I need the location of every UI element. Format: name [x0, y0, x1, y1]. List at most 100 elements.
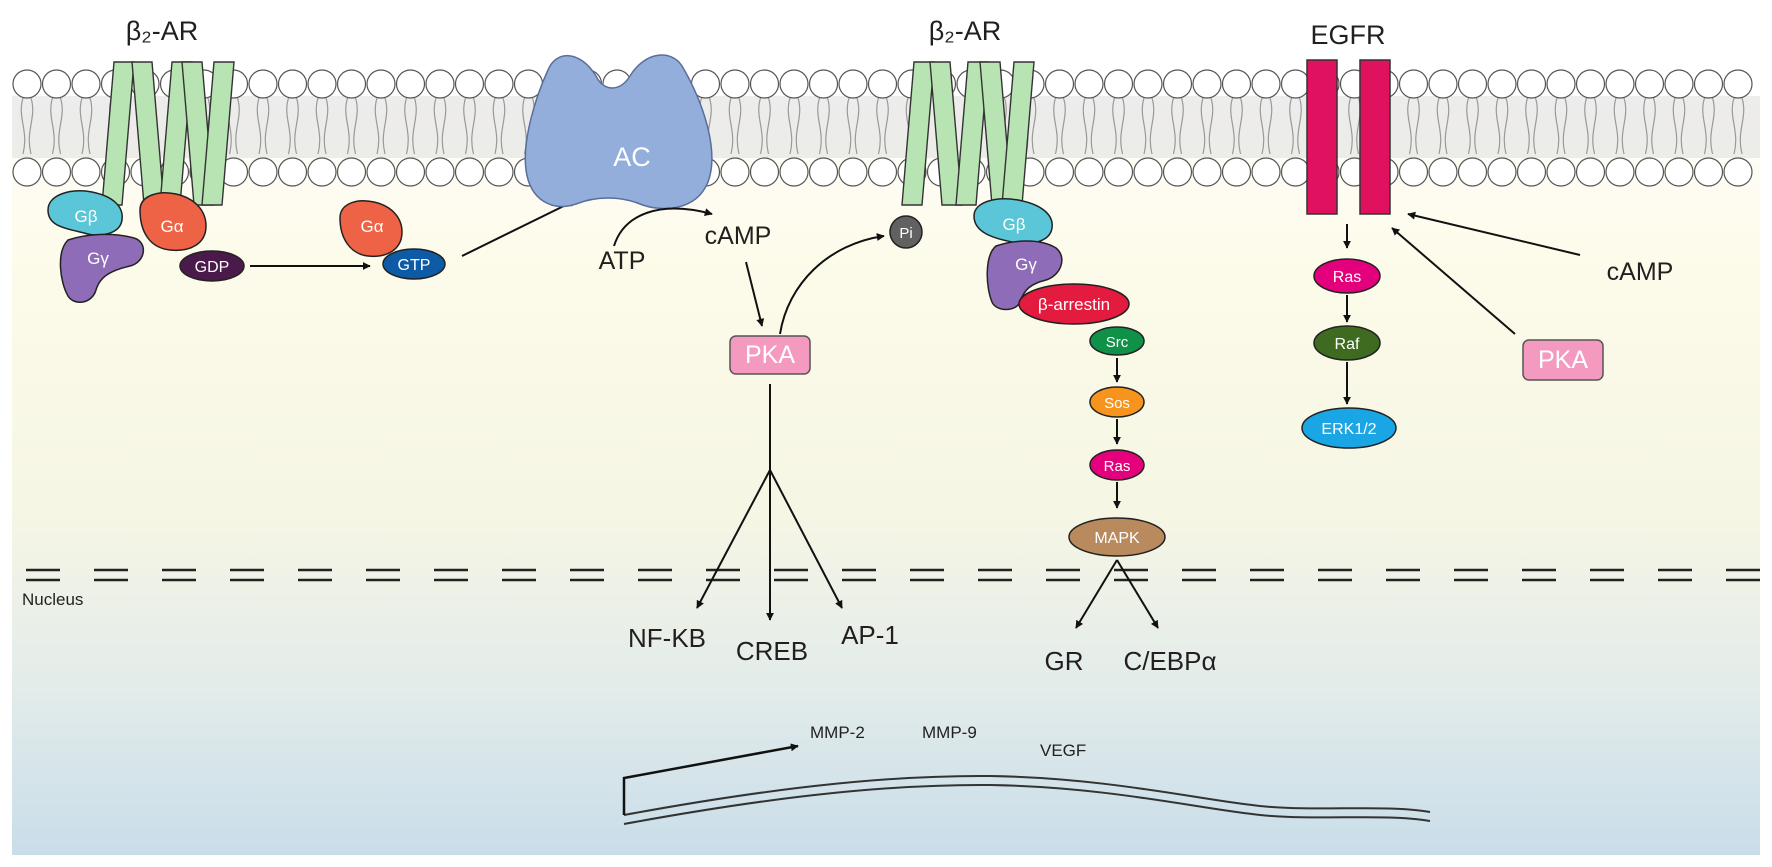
- ras-arrestin-pathway: [1089, 449, 1145, 481]
- lipid-head-outer: [248, 69, 278, 99]
- lipid-head-inner: [749, 157, 780, 187]
- g-gamma-label: Gγ: [87, 249, 109, 268]
- lipid-tail: [1466, 97, 1471, 155]
- camp-label: cAMP: [705, 222, 772, 250]
- gene-mmp9-label: MMP-9: [922, 723, 977, 742]
- lipid-tail: [1592, 97, 1597, 155]
- lipid-tail: [412, 97, 417, 155]
- lipid-head-outer: [425, 69, 455, 99]
- lipid-head-outer: [1457, 69, 1488, 99]
- lipid-head-inner: [1457, 157, 1488, 187]
- lipid-tail: [817, 97, 822, 155]
- nuclear-envelope: [26, 568, 1760, 582]
- lipid-head-outer: [867, 69, 898, 99]
- lipid-tail: [1495, 97, 1501, 155]
- lipid-head-inner: [1546, 157, 1576, 187]
- adenylyl-cyclase: [524, 54, 713, 210]
- phosphate-pi: [889, 215, 923, 249]
- lipid-head-outer: [395, 69, 426, 99]
- arrow-pka-to-egfr: [1391, 227, 1516, 335]
- lipid-tail: [787, 97, 793, 155]
- lipid-tail: [1120, 97, 1125, 155]
- lipid-head-outer: [1605, 69, 1635, 99]
- lipid-head-outer: [1428, 69, 1458, 99]
- lipid-head-inner: [307, 157, 337, 187]
- lipid-head-inner: [1723, 157, 1753, 187]
- lipid-tail: [353, 97, 358, 155]
- beta-arrestin: [1018, 283, 1130, 325]
- lipid-tail: [1584, 97, 1589, 155]
- lipid-tail: [1525, 97, 1530, 155]
- lipid-tail: [1554, 97, 1560, 155]
- beta-arrestin-label: β-arrestin: [1038, 295, 1110, 314]
- lipid-head-outer: [71, 69, 101, 99]
- mapk-label: MAPK: [1094, 530, 1140, 547]
- sos-protein: [1089, 386, 1145, 418]
- plasma-membrane: [12, 69, 1760, 187]
- pi-label: Pi: [899, 225, 912, 242]
- lipid-head-outer: [484, 69, 514, 99]
- lipid-head-inner: [1398, 157, 1429, 187]
- lipid-tail: [79, 97, 85, 155]
- pka-right: [1522, 339, 1604, 381]
- lipid-head-inner: [366, 157, 396, 187]
- lipid-tail: [315, 97, 321, 155]
- lipid-head-outer: [808, 69, 839, 99]
- g-alpha-label: Gα: [160, 217, 183, 236]
- arrow-mapk-to-cebpa: [1116, 559, 1159, 629]
- lipid-head-outer: [1487, 69, 1517, 99]
- lipid-tail: [1680, 97, 1686, 155]
- arrow-ga-to-ac: [461, 199, 577, 257]
- tf-cebpa-label: C/EBPα: [1123, 646, 1216, 676]
- lipid-tail: [1672, 97, 1678, 155]
- lipid-head-outer: [12, 69, 42, 99]
- lipid-head-outer: [1221, 69, 1252, 99]
- lipid-head-outer: [1074, 69, 1104, 99]
- transcription-start-arrow: [622, 743, 799, 815]
- g-beta-subunit: [47, 190, 123, 236]
- arrow-atp-to-camp: [613, 207, 713, 247]
- lipid-tail: [471, 97, 476, 155]
- dna-strand-lower: [623, 783, 1431, 825]
- lipid-head-outer: [1516, 69, 1547, 99]
- lipid-head-outer: [749, 69, 780, 99]
- lipid-head-outer: [1664, 69, 1694, 99]
- g-gamma-subunit: [59, 233, 144, 303]
- cytoplasm-background: [12, 85, 1760, 855]
- b2ar-mid-label: β₂-AR: [929, 16, 1002, 46]
- b2ar-left-label: β₂-AR: [126, 16, 199, 46]
- lipid-tail: [1171, 97, 1176, 155]
- lipid-tail: [1444, 97, 1450, 155]
- lipid-head-inner: [1133, 157, 1163, 187]
- lipid-head-outer: [454, 69, 485, 99]
- lipid-head-inner: [1428, 157, 1458, 187]
- b2ar-left-receptor: [101, 61, 235, 206]
- lipid-tail: [1230, 97, 1235, 155]
- lipid-tail: [28, 97, 34, 155]
- lipid-tail: [1621, 97, 1627, 155]
- lipid-head-inner: [336, 157, 367, 187]
- lipid-head-inner: [395, 157, 426, 187]
- lipid-head-outer: [1546, 69, 1576, 99]
- erk12-label: ERK1/2: [1321, 421, 1376, 438]
- g-beta-subunit-mid: [973, 198, 1053, 245]
- receptor-helices: [901, 61, 1035, 206]
- egfr-monomer-left: [1306, 59, 1338, 215]
- lipid-head-inner: [248, 157, 278, 187]
- gdp-label: GDP: [195, 259, 230, 276]
- lipid-head-inner: [1693, 157, 1724, 187]
- lipid-head-outer: [1575, 69, 1606, 99]
- g-gamma-subunit-mid: [986, 240, 1063, 311]
- lipid-tail: [1474, 97, 1479, 155]
- lipid-tail: [1739, 97, 1745, 155]
- lipid-tail: [404, 97, 409, 155]
- lipid-head-outer: [1398, 69, 1429, 99]
- lipid-head-inner: [779, 157, 809, 187]
- ras-egfr-label: Ras: [1333, 269, 1361, 286]
- lipid-head-inner: [1280, 157, 1311, 187]
- lipid-tail: [1651, 97, 1656, 155]
- transmembrane-helix: [201, 61, 235, 206]
- ac-label: AC: [613, 142, 651, 172]
- lipid-tail: [728, 97, 734, 155]
- lipid-tail: [846, 97, 852, 155]
